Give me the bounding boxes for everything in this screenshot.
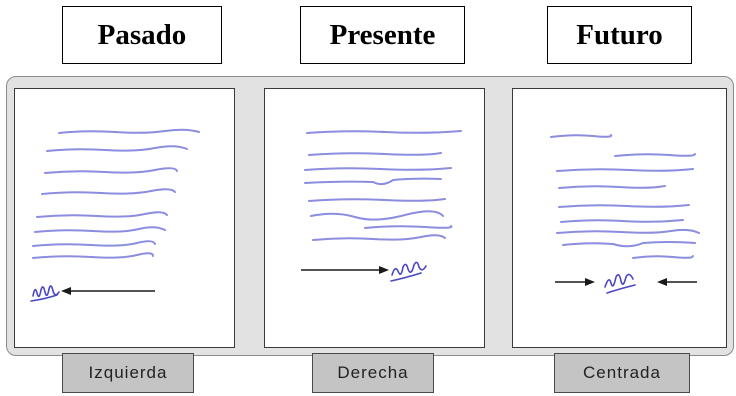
page-center-illustration	[550, 134, 700, 294]
signature	[390, 261, 427, 282]
signature	[30, 285, 60, 302]
text-lines	[304, 130, 462, 241]
title-presente: Presente	[300, 6, 465, 64]
center-left-arrow-head	[585, 278, 595, 286]
center-right-arrow-head	[657, 278, 667, 286]
right-arrow-head	[379, 266, 389, 274]
page-left-illustration	[30, 128, 200, 302]
text-lines	[550, 134, 700, 259]
text-lines	[32, 128, 200, 259]
page-left-aligned	[14, 88, 235, 348]
page-right-illustration	[301, 130, 462, 282]
label-derecha: Derecha	[312, 353, 434, 393]
left-arrow-head	[61, 287, 71, 295]
page-centered	[512, 88, 727, 348]
title-futuro: Futuro	[547, 6, 692, 64]
title-pasado: Pasado	[62, 6, 222, 64]
label-izquierda: Izquierda	[62, 353, 194, 393]
signature	[604, 273, 636, 294]
page-right-aligned	[264, 88, 485, 348]
label-centrada: Centrada	[554, 353, 690, 393]
